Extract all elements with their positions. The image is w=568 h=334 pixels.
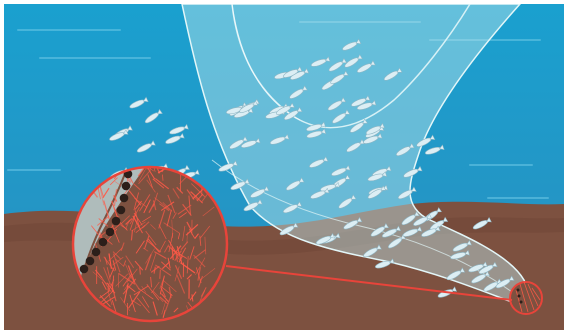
chain-bead bbox=[117, 206, 126, 215]
chain-bead bbox=[122, 182, 131, 191]
chain-bead bbox=[106, 228, 115, 237]
chain-bead bbox=[112, 217, 121, 226]
chain-bead bbox=[99, 238, 108, 247]
sediment-strand bbox=[162, 175, 163, 181]
chain-bead bbox=[80, 265, 89, 274]
chain-bead bbox=[120, 194, 129, 203]
chain-bead bbox=[92, 248, 101, 257]
sediment-strand bbox=[160, 270, 161, 279]
chain-bead bbox=[86, 257, 95, 266]
sediment-strand bbox=[140, 267, 141, 275]
